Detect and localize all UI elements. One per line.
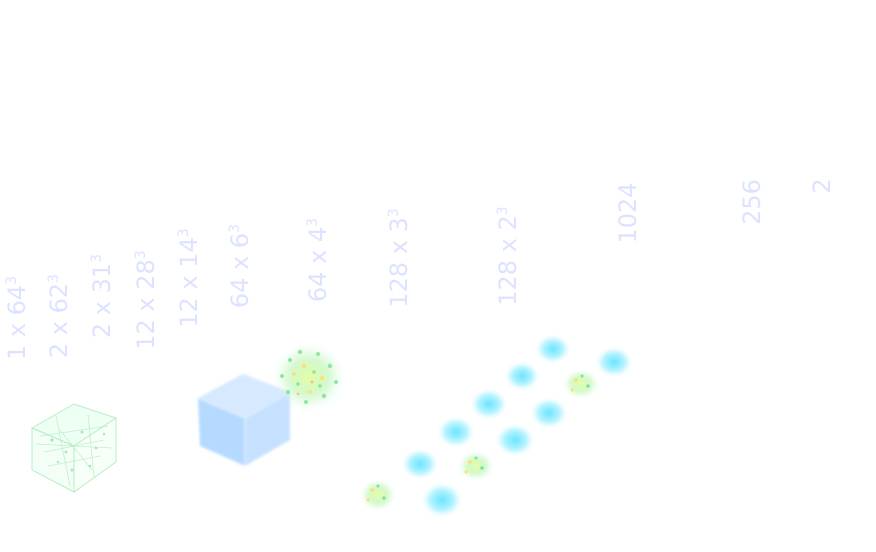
cloud-cyan-6 [505, 362, 539, 390]
cloud-cyan-1 [402, 449, 438, 479]
cloud-small-3 [563, 369, 599, 399]
cloud-cyan-5 [496, 424, 534, 456]
cloud-cyan-8 [536, 335, 570, 363]
cloud-cyan-7 [531, 398, 567, 428]
input-volume-cube [30, 403, 118, 493]
cloud-small-2 [458, 451, 494, 481]
feature-volume-cube [197, 374, 291, 466]
cloud-cyan-3 [438, 417, 474, 447]
cloud-cyan-2 [422, 483, 462, 517]
feature-cloud-64x4 [273, 343, 345, 411]
cloud-cyan-9 [596, 347, 632, 377]
cloud-small-1 [360, 479, 396, 511]
cloud-cyan-4 [471, 389, 507, 419]
